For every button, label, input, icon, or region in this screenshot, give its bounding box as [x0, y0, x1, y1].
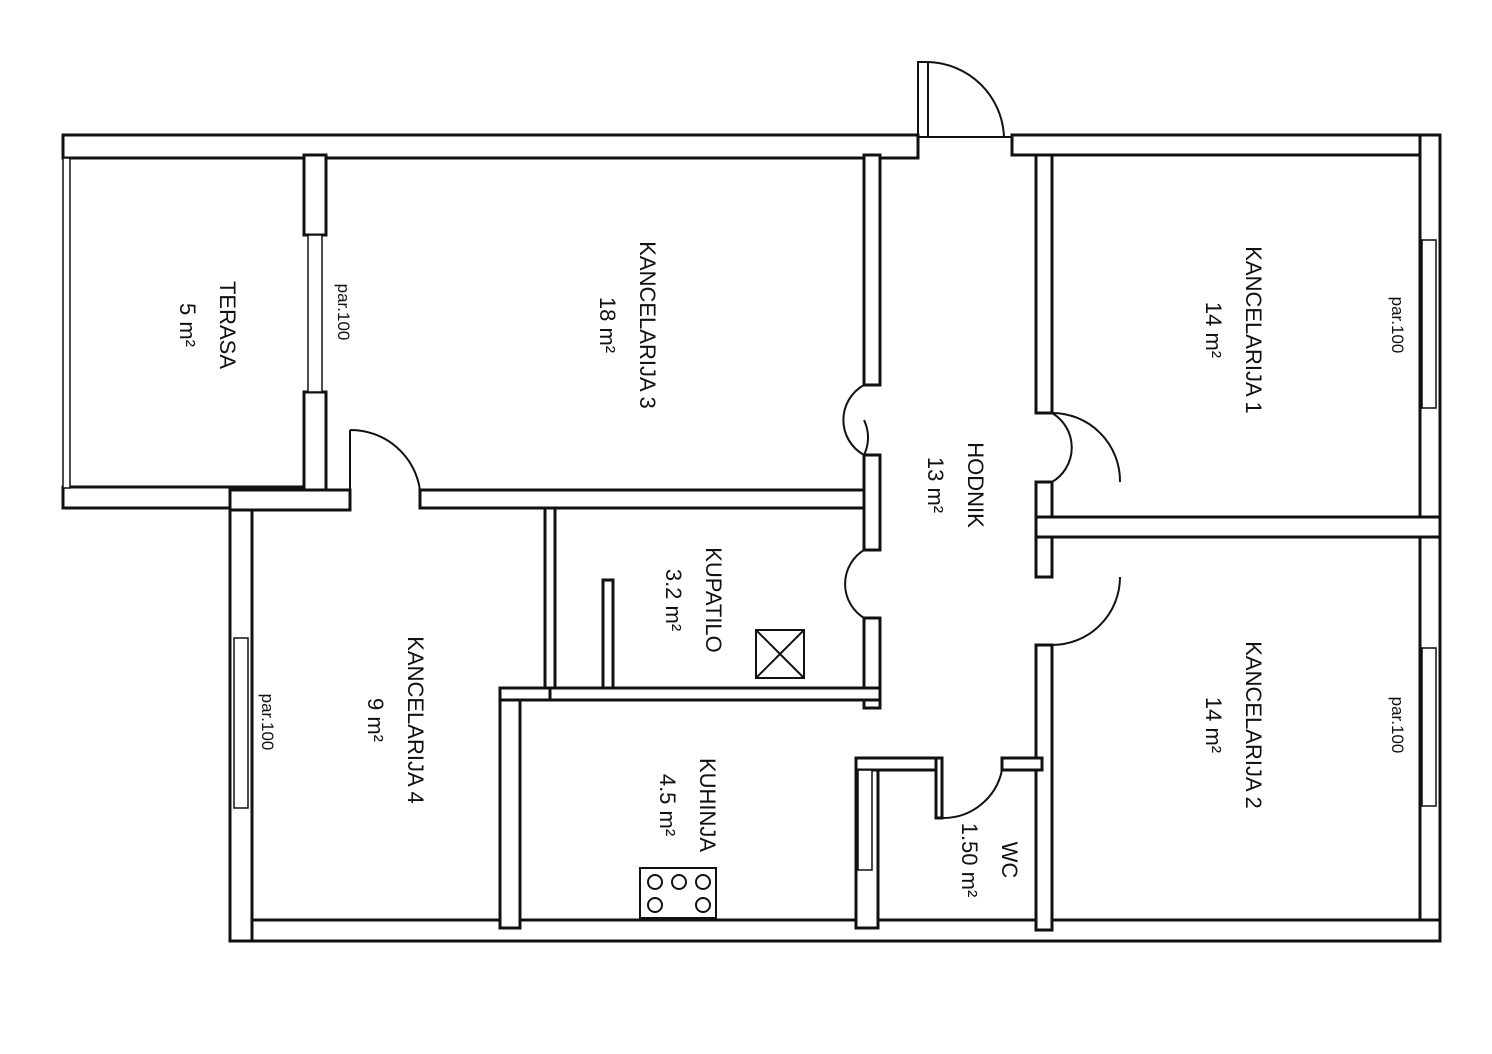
room-name-kancelarija-3: KANCELARIJA 3 [635, 241, 660, 409]
room-name-wc: WC [997, 842, 1022, 879]
room-area-hodnik: 13 m² [923, 457, 948, 513]
room-name-kupatilo: KUPATILO [701, 547, 726, 653]
room-area-kancelarija-1: 14 m² [1201, 302, 1226, 358]
windows [233, 234, 1437, 871]
room-area-terasa: 5 m² [175, 303, 200, 347]
room-area-kuhinja: 4.5 m² [655, 774, 680, 836]
room-name-kuhinja: KUHINJA [695, 758, 720, 852]
room-name-terasa: TERASA [215, 281, 240, 369]
room-name-kancelarija-2: KANCELARIJA 2 [1241, 641, 1266, 809]
window-label-kancelarija-4: par.100 [258, 694, 277, 751]
room-area-wc: 1.50 m² [957, 823, 982, 898]
window-label-terasa: par.100 [334, 284, 353, 341]
shower-tray-icon [755, 629, 805, 679]
window-label-kancelarija-2: par.100 [1388, 697, 1407, 754]
room-area-kancelarija-2: 14 m² [1201, 697, 1226, 753]
room-name-kancelarija-1: KANCELARIJA 1 [1241, 246, 1266, 414]
entry-door [917, 61, 1012, 138]
terasa-glazing [62, 157, 71, 489]
room-name-hodnik: HODNIK [963, 442, 988, 528]
room-name-kancelarija-4: KANCELARIJA 4 [403, 636, 428, 804]
interior-walls [228, 153, 1442, 932]
stove-icon [639, 867, 717, 919]
room-area-kancelarija-4: 9 m² [363, 698, 388, 742]
window-label-kancelarija-1: par.100 [1388, 297, 1407, 354]
interior-doors [349, 384, 1122, 820]
room-area-kancelarija-3: 18 m² [595, 297, 620, 353]
room-area-kupatilo: 3.2 m² [661, 569, 686, 631]
